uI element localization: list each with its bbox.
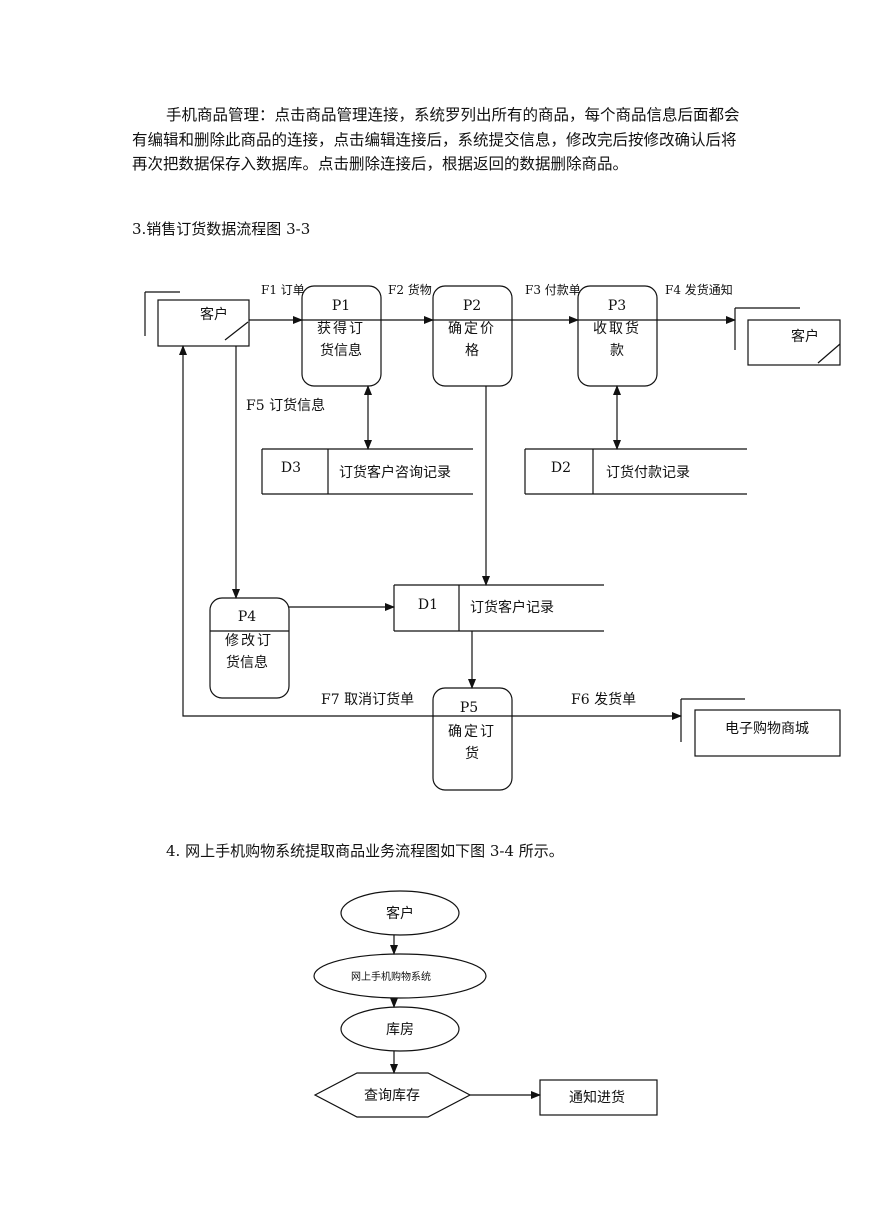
flow-f5-label: F5 订货信息 [246, 397, 325, 414]
entity-mall [680, 698, 841, 757]
entity-mall-label: 电子购物商城 [725, 721, 809, 737]
process-p5-line2: 货 [465, 745, 479, 762]
flow-f7-label: F7 取消订货单 [321, 691, 414, 708]
entity-customer-left [144, 291, 250, 347]
process-p2 [432, 285, 513, 387]
process-p5-line1: 确定订 [448, 724, 496, 740]
heading-fetch-goods-flow: 4. 网上手机购物系统提取商品业务流程图如下图 3-4 所示。 [166, 842, 564, 860]
process-p3-line1: 收取货 [593, 320, 641, 337]
process-p5-id: P5 [460, 700, 478, 716]
flow-f6-label: F6 发货单 [571, 691, 636, 708]
flow-f3-label: F3 付款单 [525, 283, 581, 297]
flowchart-system-label: 网上手机购物系统 [351, 970, 431, 983]
process-p2-id: P2 [463, 298, 481, 314]
process-p2-line1: 确定价 [448, 321, 496, 337]
flow-f4-label: F4 发货通知 [665, 282, 733, 297]
flowchart-system-node [313, 953, 487, 999]
flowchart-customer-node [340, 890, 460, 936]
flow-f2-label: F2 货物 [388, 282, 432, 297]
process-p3-line2: 款 [610, 343, 624, 359]
flowchart-warehouse-node [340, 1006, 460, 1052]
process-p1-id: P1 [332, 298, 350, 314]
flow-f1-label: F1 订单 [261, 283, 305, 297]
store-d2 [524, 448, 747, 495]
flow-f7-arrow [179, 345, 433, 717]
process-p1-line2: 货信息 [320, 342, 362, 359]
store-d3-name: 订货客户咨询记录 [339, 464, 451, 481]
entity-customer-right-label: 客户 [791, 328, 819, 345]
flowchart-check-stock-label: 查询库存 [364, 1088, 420, 1104]
process-p4-id: P4 [238, 609, 256, 625]
store-d2-id: D2 [551, 460, 571, 476]
store-d2-name: 订货付款记录 [606, 464, 690, 481]
process-p4-line2: 货信息 [226, 654, 268, 671]
entity-customer-right [734, 307, 841, 366]
process-p4 [209, 597, 290, 699]
process-p1-line1: 获得订 [317, 320, 365, 337]
entity-customer-left-label: 客户 [200, 306, 228, 323]
store-d3-id: D3 [281, 460, 301, 476]
store-d1-name: 订货客户记录 [470, 599, 554, 616]
heading-sales-order-dfd: 3.销售订货数据流程图 3-3 [132, 220, 311, 238]
process-p1 [301, 285, 382, 387]
paragraph-product-management: 手机商品管理：点击商品管理连接，系统罗列出所有的商品，每个商品信息后面都会有编辑… [132, 106, 740, 173]
flowchart-warehouse-label: 库房 [386, 1022, 414, 1038]
flowchart-customer-label: 客户 [386, 905, 414, 922]
process-p3-id: P3 [608, 298, 626, 314]
flowchart-notify-restock-label: 通知进货 [569, 1089, 625, 1106]
process-p2-line2: 格 [465, 343, 479, 359]
store-d1-id: D1 [418, 597, 438, 613]
process-p4-line1: 修改订 [225, 633, 273, 649]
